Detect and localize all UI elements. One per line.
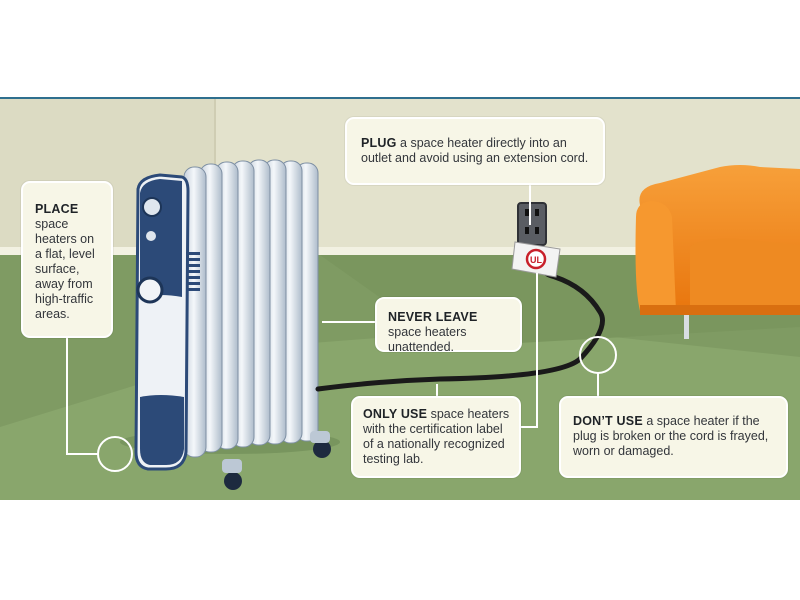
callout-place-keyword: PLACE	[35, 202, 79, 216]
callout-dont-use-keyword: DON’T USE	[573, 414, 643, 428]
baseboard	[0, 247, 800, 255]
callout-dont-use-text: a space heater if the plug is broken or …	[573, 414, 769, 458]
callout-only-use-text: space heaters with the certification lab…	[363, 407, 510, 466]
ul-mark-text: UL	[530, 255, 542, 265]
pointer-only-2	[521, 273, 538, 428]
callout-plug-keyword: PLUG	[361, 136, 397, 150]
ul-certification-label-icon: UL	[511, 241, 561, 278]
callout-never-leave-keyword: NEVER LEAVE	[388, 310, 478, 324]
heater-fins	[183, 159, 319, 458]
callout-only-use: ONLY USE space heaters with the certific…	[351, 396, 521, 478]
callout-place: PLACE space heaters on a flat, level sur…	[21, 181, 113, 338]
top-rule	[0, 97, 800, 99]
wall-outlet-icon	[517, 202, 547, 246]
callout-only-use-keyword: ONLY USE	[363, 407, 428, 421]
orange-armchair-icon	[635, 165, 800, 339]
callout-dont-use: DON’T USE a space heater if the plug is …	[559, 396, 788, 478]
thermostat-knob	[142, 197, 162, 217]
vent-slots	[186, 252, 200, 291]
callout-plug: PLUG a space heater directly into an out…	[345, 117, 605, 185]
callout-never-leave: NEVER LEAVE space heaters unattended.	[375, 297, 522, 354]
pointer-place	[66, 338, 98, 455]
pointer-lines	[66, 185, 617, 472]
power-knob	[136, 276, 164, 304]
callout-plug-text: a space heater directly into an outlet a…	[361, 136, 589, 165]
indicator-light	[146, 231, 156, 241]
heater-wheels	[222, 431, 331, 490]
oil-filled-radiator-heater-icon	[120, 159, 340, 490]
callout-place-text: space heaters on a flat, level surface, …	[35, 217, 95, 321]
callout-never-leave-text: space heaters unattended.	[388, 325, 467, 354]
